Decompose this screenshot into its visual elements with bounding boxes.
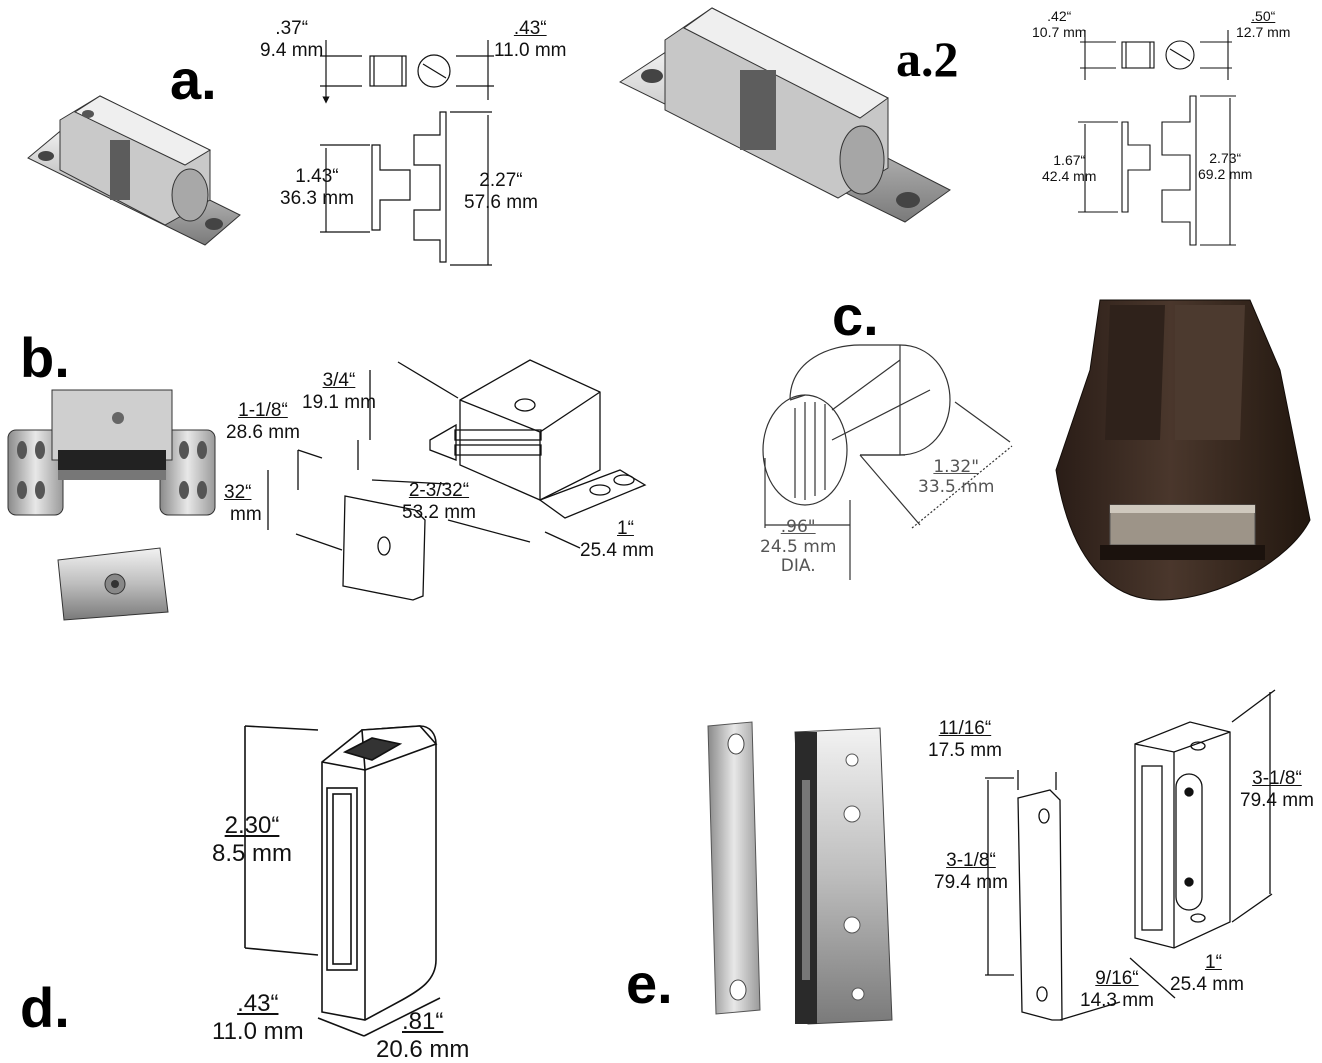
dim-e-3: 3-1/8“79.4 mm: [1240, 768, 1314, 811]
catch-b-photo: [7, 389, 216, 621]
dim-b-4: 2-3/32“53.2 mm: [402, 480, 476, 523]
catch-c-photo: [1055, 299, 1311, 601]
catch-b-drawing: [267, 359, 647, 601]
panel-label-a2: a.2: [896, 31, 959, 87]
dim-e-1: 11/16“17.5 mm: [928, 718, 1002, 761]
dim-b-3: 32“mm: [224, 482, 262, 525]
dim-e-5: 1“25.4 mm: [1170, 952, 1244, 995]
panel-label-b: b.: [20, 326, 70, 389]
dim-c-1: 1.32"33.5 mm: [918, 457, 995, 497]
catch-e-drawing: [985, 689, 1276, 1021]
dim-d-3: .81“20.6 mm: [376, 1008, 470, 1063]
dim-e-2: 3-1/8“79.4 mm: [934, 850, 1008, 893]
dim-d-1: 2.30“8.5 mm: [212, 812, 293, 867]
panel-label-d: d.: [20, 976, 70, 1039]
dim-a2-3: 1.67“42.4 mm: [1042, 152, 1097, 185]
dim-b-2: 1-1/8“28.6 mm: [226, 400, 300, 443]
dim-a-4: 2.27“57.6 mm: [464, 170, 538, 213]
dim-a2-2: .50“12.7 mm: [1236, 8, 1291, 41]
dim-a-3: 1.43“36.3 mm: [280, 166, 354, 209]
catch-d-drawing: [244, 725, 441, 1037]
dim-b-5: 1“25.4 mm: [580, 518, 654, 561]
catch-e-photo: [707, 721, 893, 1025]
panel-label-c: c.: [832, 284, 879, 347]
catch-c-drawing: [762, 344, 1013, 580]
catch-a2-drawing: [1078, 30, 1236, 246]
catch-a-drawing: [320, 40, 494, 266]
dim-b-1: 3/4“19.1 mm: [302, 370, 376, 413]
dim-d-2: .43“11.0 mm: [212, 990, 304, 1045]
panel-label-a: a.: [170, 48, 217, 111]
catch-a2-photo: [618, 7, 951, 223]
catch-a-photo: [27, 95, 241, 246]
dim-a-2: .43“11.0 mm: [494, 18, 567, 61]
dim-e-4: 9/16“14.3 mm: [1080, 968, 1154, 1011]
dim-a2-4: 2.73“69.2 mm: [1198, 150, 1253, 183]
dim-a-1: .37“9.4 mm: [260, 18, 324, 61]
dim-a2-1: .42“10.7 mm: [1032, 8, 1087, 41]
panel-label-e: e.: [626, 952, 673, 1015]
